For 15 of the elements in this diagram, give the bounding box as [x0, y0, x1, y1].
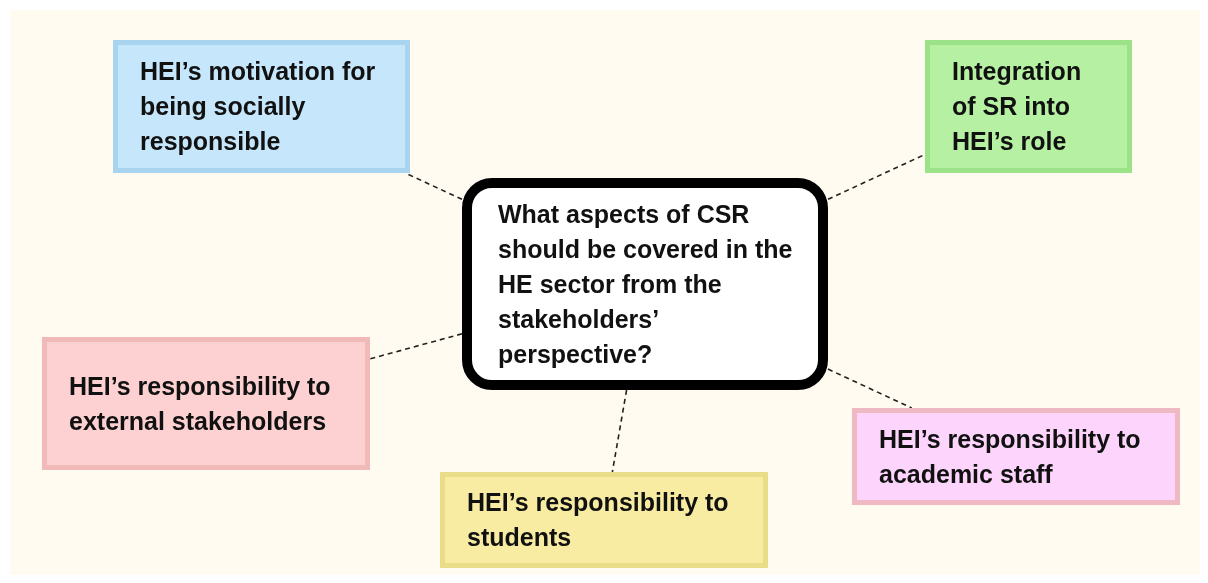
topic-box [852, 408, 1180, 505]
topic-box [113, 40, 410, 173]
box-text: What aspects of CSR should be covered in the HE sector from the stakeholders’ perspective? [498, 198, 794, 370]
topic-box [925, 40, 1132, 173]
box-text: HEI’s responsibility to external stakeholders [69, 370, 332, 437]
topic-box [440, 472, 768, 568]
topic-box [42, 337, 370, 470]
question-box [462, 178, 828, 390]
dashed-connector [369, 333, 463, 360]
box-text: HEI’s motivation for being socially responsible [140, 56, 377, 157]
dashed-connector [611, 389, 628, 473]
box-text: HEI’s responsibility to students [467, 487, 730, 553]
box-text: HEI’s responsibility to academic staff [879, 423, 1142, 490]
box-text: Integration of SR into HEI’s role [952, 56, 1083, 157]
dashed-connector [827, 368, 913, 409]
